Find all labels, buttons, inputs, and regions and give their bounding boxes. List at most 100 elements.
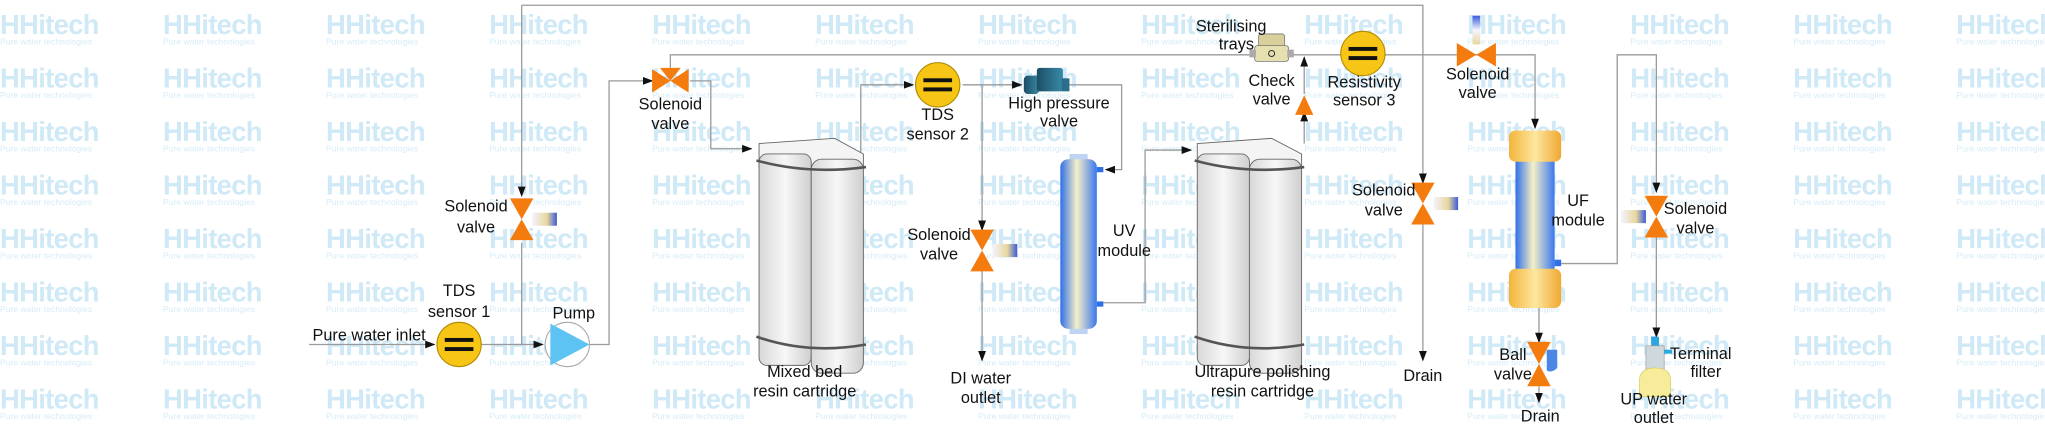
watermark-tagline: Pure water technologies [1956, 36, 2045, 46]
uf-cap-top [1508, 130, 1562, 162]
valve-icon [1456, 43, 1496, 67]
watermark-brand: HHitech [1630, 62, 1729, 93]
inlet-label: Pure water inlet [312, 327, 426, 345]
watermark-brand: HHitech [978, 330, 1077, 361]
watermark-brand: HHitech [1956, 383, 2045, 414]
tds-sensor-1[interactable] [436, 321, 482, 368]
watermark-brand: HHitech [815, 62, 914, 93]
watermark-brand: HHitech [326, 169, 425, 200]
watermark-brand: HHitech [326, 116, 425, 147]
watermark-brand: HHitech [1956, 62, 2045, 93]
sensor-icon [915, 62, 961, 108]
watermark-brand: HHitech [652, 169, 751, 200]
watermark-tagline: Pure water technologies [1304, 304, 1396, 314]
watermark-brand: HHitech [489, 383, 588, 414]
watermark-tagline: Pure water technologies [1304, 90, 1396, 100]
watermark-tagline: Pure water technologies [1956, 357, 2045, 367]
watermark-tagline: Pure water technologies [489, 143, 581, 153]
resistivity-sensor-3[interactable] [1340, 30, 1386, 77]
mixed-bed-cartridge[interactable] [756, 137, 867, 374]
uf-module[interactable] [1508, 130, 1562, 308]
hp-valve-label-2: valve [1040, 113, 1078, 131]
watermark-tagline: Pure water technologies [326, 357, 418, 367]
watermark-tagline: Pure water technologies [0, 36, 92, 46]
watermark-tagline: Pure water technologies [1141, 357, 1233, 367]
watermark-brand: HHitech [326, 330, 425, 361]
watermark-tagline: Pure water technologies [489, 357, 581, 367]
solenoid-valve-outlet[interactable] [1621, 195, 1669, 238]
watermark-brand: HHitech [489, 62, 588, 93]
watermark-brand: HHitech [1630, 276, 1729, 307]
solenoid-valve-top[interactable] [652, 67, 689, 93]
tds-sensor-2[interactable] [915, 62, 961, 108]
watermark-tagline: Pure water technologies [1793, 197, 1885, 207]
ball-valve[interactable] [1527, 341, 1558, 387]
tds2-label-2: sensor 2 [906, 126, 968, 144]
watermark-tagline: Pure water technologies [489, 197, 581, 207]
watermark-brand: HHitech [326, 62, 425, 93]
solenoid-valve-drain[interactable] [1411, 182, 1459, 225]
tds2-label-1: TDS [921, 106, 954, 124]
watermark-brand: HHitech [1304, 223, 1403, 254]
watermark-tagline: Pure water technologies [0, 90, 92, 100]
watermark-brand: HHitech [0, 9, 99, 40]
uv-module[interactable] [1060, 153, 1104, 335]
watermark-brand: HHitech [1630, 116, 1729, 147]
watermark-tagline: Pure water technologies [978, 250, 1070, 260]
watermark-tagline: Pure water technologies [1630, 197, 1722, 207]
watermark-tagline: Pure water technologies [1141, 411, 1233, 421]
watermark-brand: HHitech [326, 276, 425, 307]
watermark-tagline: Pure water technologies [1956, 90, 2045, 100]
sterilising-label-2: trays [1219, 36, 1254, 54]
check-valve[interactable] [1295, 95, 1314, 115]
actuator-icon [1472, 15, 1481, 45]
uf-cap-bottom [1508, 268, 1562, 308]
watermark-brand: HHitech [815, 9, 914, 40]
high-pressure-valve[interactable] [1023, 67, 1070, 94]
watermark-tagline: Pure water technologies [1141, 250, 1233, 260]
pump[interactable] [544, 321, 591, 368]
valve-icon [1527, 341, 1551, 387]
polishing-label-2: resin cartridge [1211, 383, 1314, 401]
watermark-tagline: Pure water technologies [1630, 250, 1722, 260]
watermark-brand: HHitech [1304, 276, 1403, 307]
watermark-brand: HHitech [0, 276, 99, 307]
ball-valve-label-2: valve [1494, 366, 1532, 384]
watermark-tagline: Pure water technologies [489, 90, 581, 100]
watermark-tagline: Pure water technologies [0, 304, 92, 314]
watermark-tagline: Pure water technologies [652, 250, 744, 260]
watermark-tagline: Pure water technologies [1793, 143, 1885, 153]
sv-di-label-2: valve [920, 246, 958, 264]
watermark-tagline: Pure water technologies [1793, 411, 1885, 421]
watermark-tagline: Pure water technologies [163, 357, 255, 367]
polishing-label-1: Ultrapure polishing [1195, 363, 1331, 381]
watermark-brand: HHitech [326, 223, 425, 254]
uv-tube-icon [1060, 159, 1097, 329]
polishing-cartridge[interactable] [1194, 137, 1305, 374]
sterilising-trays[interactable] [1249, 33, 1294, 62]
watermark-brand: HHitech [489, 223, 588, 254]
watermark-tagline: Pure water technologies [1467, 90, 1559, 100]
watermark-brand: HHitech [489, 169, 588, 200]
watermark-tagline: Pure water technologies [1467, 411, 1559, 421]
watermark-brand: HHitech [1793, 223, 1892, 254]
terminal-filter[interactable] [1639, 336, 1672, 398]
solenoid-valve-uf[interactable] [1456, 15, 1496, 67]
watermark-brand: HHitech [1956, 330, 2045, 361]
watermark-tagline: Pure water technologies [163, 411, 255, 421]
watermark-tagline: Pure water technologies [326, 143, 418, 153]
watermark-tagline: Pure water technologies [326, 90, 418, 100]
up-outlet-label-1: UP water [1620, 391, 1687, 409]
watermark-tagline: Pure water technologies [652, 411, 744, 421]
watermark-tagline: Pure water technologies [0, 357, 92, 367]
watermark-brand: HHitech [652, 62, 751, 93]
watermark-brand: HHitech [1956, 223, 2045, 254]
watermark-tagline: Pure water technologies [326, 36, 418, 46]
watermark-brand: HHitech [652, 276, 751, 307]
watermark-tagline: Pure water technologies [978, 411, 1070, 421]
sv-di-label-1: Solenoid [907, 226, 970, 244]
watermark-tagline: Pure water technologies [1304, 250, 1396, 260]
watermark-tagline: Pure water technologies [1467, 357, 1559, 367]
watermark-tagline: Pure water technologies [1630, 36, 1722, 46]
